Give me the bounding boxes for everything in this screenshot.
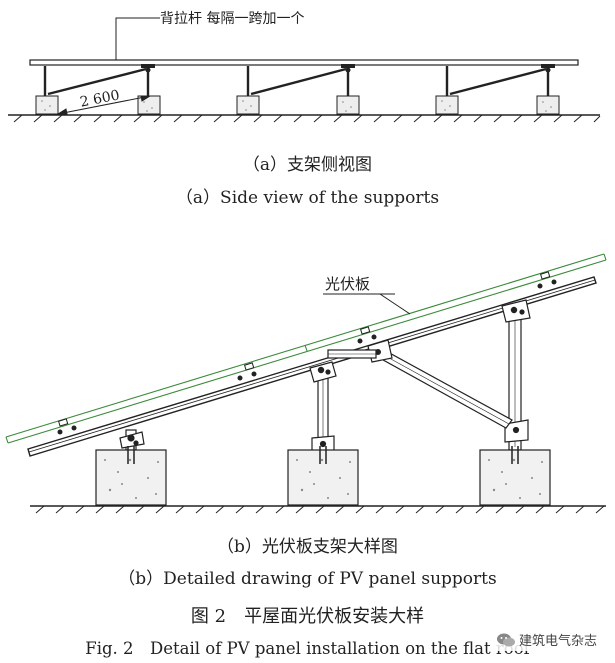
rail-bolts [57, 279, 557, 435]
panel-callout-leader [379, 293, 411, 315]
span-dimension-label: 2 600 [79, 87, 121, 110]
anchor-bolts [127, 446, 519, 464]
figure-title-en: Fig. 2 Detail of PV panel installation o… [85, 639, 530, 658]
top-rail [29, 59, 579, 66]
support-frames [43, 66, 550, 96]
caption-b-cn: （b）光伏板支架大样图 [217, 537, 398, 557]
caption-a-en: （a）Side view of the supports [175, 188, 440, 208]
diagonal-brace [367, 339, 513, 429]
concrete-texture [104, 458, 543, 499]
ground-hatch [13, 114, 601, 123]
post-heads [141, 64, 555, 73]
sloped-rail [27, 276, 597, 457]
support-detail-drawing: 光伏板 [5, 253, 607, 514]
post-right [501, 299, 531, 451]
horizontal-tie [327, 349, 377, 359]
tie-rod-callout-label: 背拉杆 每隔一跨加一个 [160, 11, 304, 27]
concrete-blocks-b [95, 449, 551, 506]
watermark-text: 建筑电气杂志 [518, 634, 597, 649]
figure-title-cn: 图 2 平屋面光伏板安装大样 [190, 606, 425, 627]
post-middle [309, 361, 337, 453]
pv-panel-callout-label: 光伏板 [325, 275, 370, 293]
caption-a-cn: （a）支架侧视图 [242, 155, 373, 175]
dimension-line [56, 95, 152, 115]
wechat-icon [496, 633, 515, 646]
ground-hatch-b [35, 505, 605, 514]
panel-clamps [57, 271, 551, 427]
watermark: 建筑电气杂志 [491, 628, 601, 651]
pv-panel [5, 253, 607, 444]
caption-b-en: （b）Detailed drawing of PV panel supports [118, 569, 497, 589]
callout-line [115, 17, 160, 64]
block-texture [41, 100, 552, 112]
side-view-drawing: 背拉杆 每隔一跨加一个 [8, 11, 601, 123]
post-left [119, 429, 145, 451]
